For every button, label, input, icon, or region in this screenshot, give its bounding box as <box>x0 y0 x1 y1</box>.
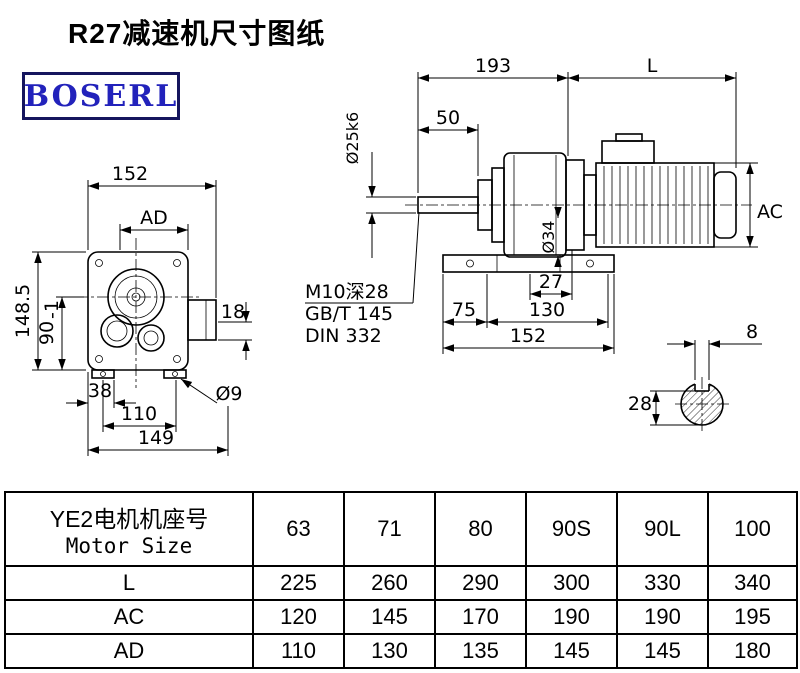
table-cell: 300 <box>525 565 618 601</box>
dim-27: 27 <box>539 271 563 293</box>
table-cell: 145 <box>525 633 618 669</box>
dim-28: 28 <box>628 393 652 415</box>
table-cell: 195 <box>707 599 798 635</box>
column-header: 63 <box>252 491 345 567</box>
note-thread: M10深28 <box>305 281 389 303</box>
note-din-standard: DIN 332 <box>305 325 382 347</box>
dim-110: 110 <box>121 403 157 425</box>
dim-AC: AC <box>757 201 783 223</box>
dim-8: 8 <box>746 321 758 343</box>
table-cell: 180 <box>707 633 798 669</box>
table-cell: 120 <box>252 599 345 635</box>
dim-18: 18 <box>221 301 245 323</box>
column-header: 90L <box>616 491 709 567</box>
table-row: AC 120 145 170 190 190 195 <box>4 599 798 635</box>
dim-38: 38 <box>88 380 112 402</box>
dim-50: 50 <box>436 107 460 129</box>
motor-dimension-table: YE2电机机座号 Motor Size 63 71 80 90S 90L 100… <box>4 491 798 669</box>
table-row: L 225 260 290 300 330 340 <box>4 565 798 601</box>
table-header-motor-size: YE2电机机座号 Motor Size <box>4 491 254 567</box>
dim-75: 75 <box>452 299 476 321</box>
side-view-geometry <box>405 133 752 273</box>
column-header: 71 <box>343 491 436 567</box>
dim-34: Ø34 <box>539 221 558 254</box>
motor-fins <box>603 166 709 244</box>
dimension-drawing: 193 L 50 Ø25k6 AC Ø34 27 <box>12 55 783 456</box>
row-label-AC: AC <box>4 599 254 635</box>
dim-148-5: 148.5 <box>12 284 34 338</box>
side-view-dimensions: 193 L 50 Ø25k6 AC Ø34 27 <box>305 55 783 354</box>
front-view-geometry <box>76 238 217 388</box>
table-cell: 330 <box>616 565 709 601</box>
column-header: 90S <box>525 491 618 567</box>
table-cell: 190 <box>525 599 618 635</box>
table-cell: 340 <box>707 565 798 601</box>
table-cell: 260 <box>343 565 436 601</box>
row-label-AD: AD <box>4 633 254 669</box>
dim-152-side: 152 <box>510 325 546 347</box>
dim-shaft-diameter: Ø25k6 <box>343 112 362 164</box>
dim-152-front: 152 <box>112 163 148 185</box>
table-cell: 145 <box>616 633 709 669</box>
front-view-dimensions: 152 AD 148.5 90 -1 18 <box>12 163 252 456</box>
dim-L: L <box>647 55 658 77</box>
table-cell: 190 <box>616 599 709 635</box>
table-cell: 145 <box>343 599 436 635</box>
dim-149: 149 <box>138 427 174 449</box>
row-label-L: L <box>4 565 254 601</box>
shaft-end-view-dimensions: 8 28 <box>628 321 762 426</box>
note-gb-standard: GB/T 145 <box>305 303 393 325</box>
table-cell: 110 <box>252 633 345 669</box>
dim-AD: AD <box>140 207 168 229</box>
header-label-cn: YE2电机机座号 <box>49 506 209 532</box>
dim-193: 193 <box>475 55 511 77</box>
shaft-end-view-geometry <box>675 376 729 431</box>
dim-90-tolerance: -1 <box>41 300 63 319</box>
brand-logo: BOSERL <box>22 72 180 120</box>
column-header: 100 <box>707 491 798 567</box>
dim-130: 130 <box>529 299 565 321</box>
table-row: AD 110 130 135 145 145 180 <box>4 633 798 669</box>
table-cell: 135 <box>434 633 527 669</box>
dim-90: 90 <box>36 321 58 345</box>
header-label-en: Motor Size <box>65 534 193 558</box>
column-header: 80 <box>434 491 527 567</box>
page-title: R27减速机尺寸图纸 <box>68 18 326 49</box>
table-cell: 130 <box>343 633 436 669</box>
dim-hole-diameter: Ø9 <box>215 383 242 405</box>
table-cell: 170 <box>434 599 527 635</box>
table-cell: 290 <box>434 565 527 601</box>
table-cell: 225 <box>252 565 345 601</box>
